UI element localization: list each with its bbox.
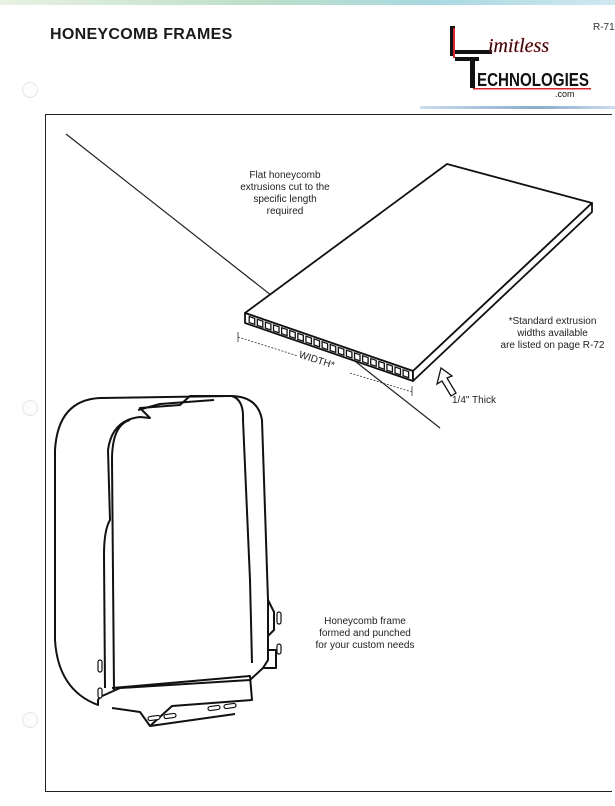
note-line: are listed on page R-72 (500, 340, 605, 351)
honeycomb-cell (402, 368, 410, 379)
honeycomb-cell (297, 332, 304, 343)
honeycomb-cell (256, 318, 264, 329)
caption-line: for your custom needs (315, 640, 415, 651)
honeycomb-cell (272, 324, 280, 334)
honeycomb-cell (321, 340, 329, 351)
header-rule (420, 106, 615, 109)
width-dimension (237, 332, 413, 396)
binder-hole (22, 400, 38, 416)
honeycomb-cell (337, 346, 345, 357)
standard-widths-note: *Standard extrusion widths available are… (490, 316, 615, 352)
note-line: widths available (517, 328, 588, 339)
logo-line2: ECHNOLOGIES (477, 70, 589, 90)
caption-line: Flat honeycomb (249, 170, 321, 181)
honeycomb-frame (54, 395, 277, 727)
logo-line3: .com (555, 89, 575, 99)
flat-extrusion-caption: Flat honeycomb extrusions cut to the spe… (225, 170, 345, 218)
honeycomb-cell (313, 338, 321, 348)
thickness-label: 1/4" Thick (452, 395, 496, 406)
binder-hole (22, 82, 38, 98)
honeycomb-cell (345, 349, 353, 359)
logo-line1: imitless (488, 35, 549, 57)
thickness-arrow-icon (435, 366, 457, 397)
honeycomb-cell (370, 357, 377, 368)
top-color-bar (0, 0, 615, 5)
frame-caption: Honeycomb frame formed and punched for y… (305, 616, 425, 652)
page-number: R-71 (593, 22, 615, 33)
honeycomb-cell (378, 360, 385, 371)
honeycomb-cells (248, 315, 410, 379)
diagonal-divider (65, 133, 441, 429)
honeycomb-cell (289, 329, 296, 340)
honeycomb-cell (305, 335, 313, 345)
honeycomb-cell (394, 366, 402, 376)
page-title: HONEYCOMB FRAMES (50, 26, 233, 43)
honeycomb-cell (329, 343, 337, 354)
illustration-border (45, 114, 612, 792)
honeycomb-cell (361, 354, 369, 365)
frame-punch-holes (97, 611, 282, 722)
honeycomb-cell (264, 321, 272, 331)
honeycomb-cell (386, 363, 394, 373)
honeycomb-cell (353, 352, 361, 362)
honeycomb-cell (280, 326, 288, 337)
caption-line: specific length (253, 194, 317, 205)
caption-line: required (266, 206, 304, 217)
binder-hole (22, 712, 38, 728)
note-line: *Standard extrusion (508, 316, 597, 327)
honeycomb-cell (248, 315, 256, 326)
caption-line: Honeycomb frame (324, 616, 406, 627)
caption-line: extrusions cut to the (240, 182, 330, 193)
flat-honeycomb-panel (244, 163, 593, 382)
caption-line: formed and punched (319, 628, 411, 639)
